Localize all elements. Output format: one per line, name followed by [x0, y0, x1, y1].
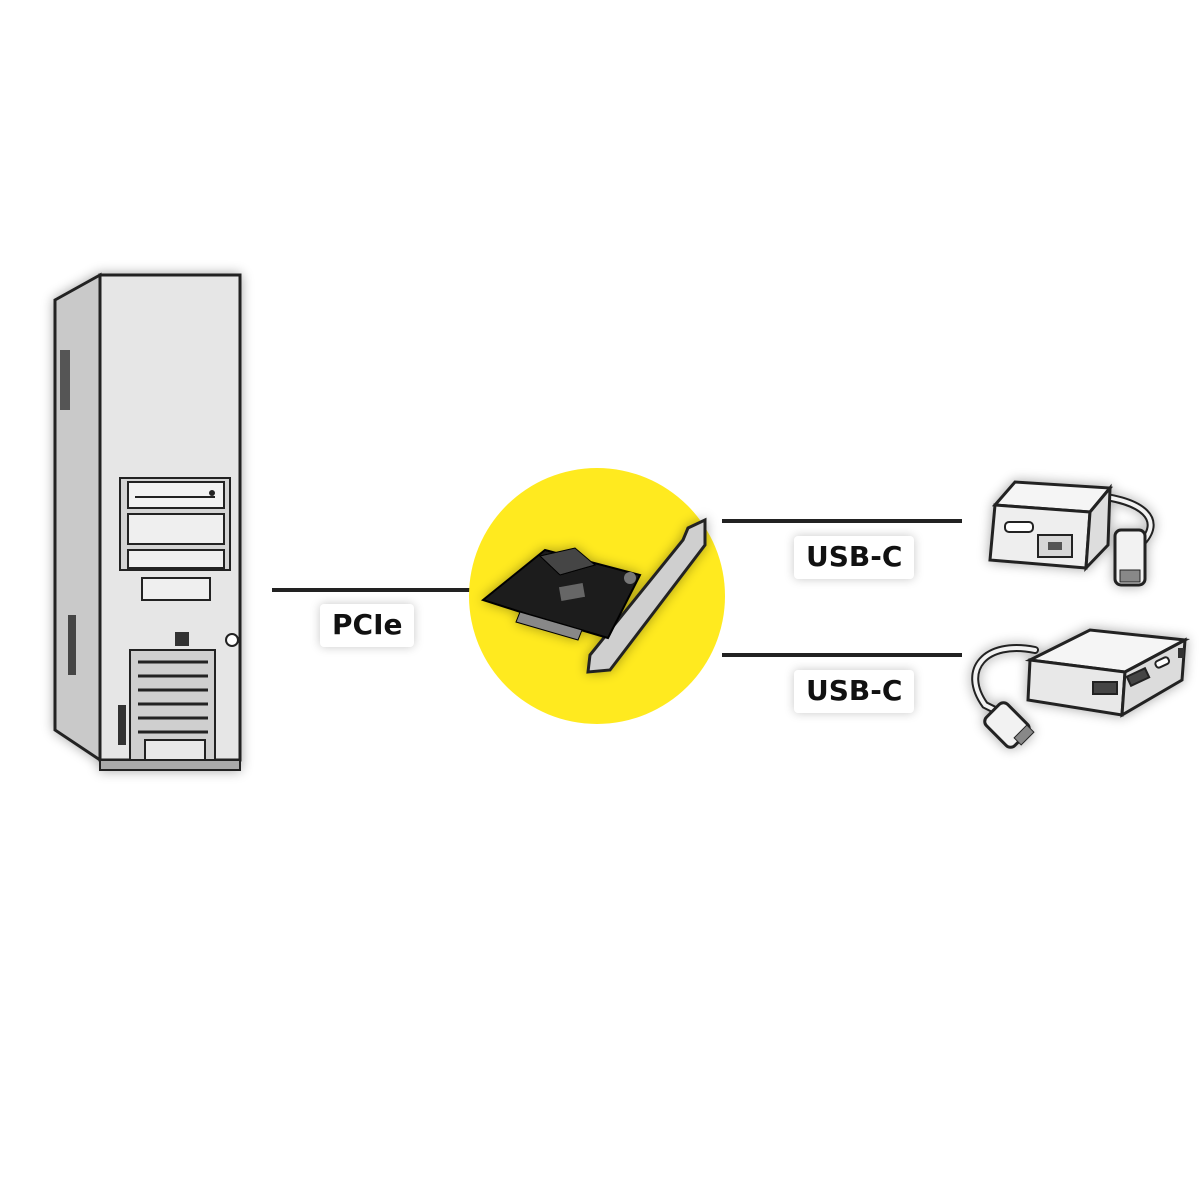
pcie-label: PCIe	[320, 604, 415, 647]
usb-c-to-ethernet-adapter-icon	[988, 480, 1155, 587]
usb-c-label-top: USB-C	[794, 536, 915, 579]
pcie-usb-c-card-icon	[480, 517, 707, 674]
usb-c-multiport-hub-icon	[971, 628, 1191, 749]
pc-tower-icon	[53, 272, 242, 771]
usb-c-label-bottom: USB-C	[794, 670, 915, 713]
